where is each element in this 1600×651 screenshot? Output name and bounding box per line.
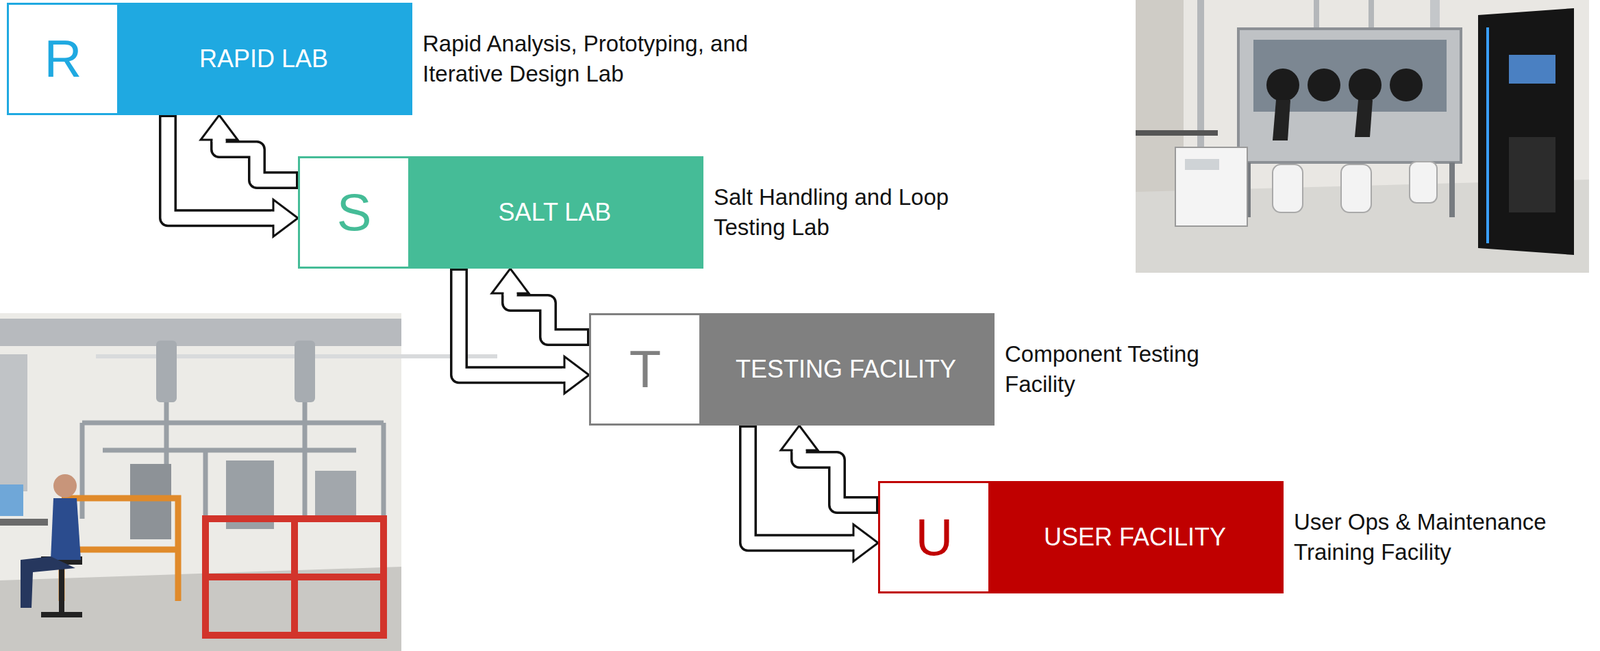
loop-test-photo-part xyxy=(20,556,76,608)
loop-test-photo-part xyxy=(53,473,77,498)
loop-test-photo-part xyxy=(41,611,83,618)
glovebox-lab-photo-part xyxy=(1478,8,1574,255)
glovebox-lab-photo-part xyxy=(1197,0,1205,151)
glovebox-lab-photo-part xyxy=(1175,147,1248,227)
glovebox-lab-photo xyxy=(1135,0,1590,273)
cycle-arrow xyxy=(458,268,590,394)
cycle-arrow xyxy=(200,115,298,181)
glovebox-lab-photo-part xyxy=(1348,68,1382,102)
lab-stage-box: UUSER FACILITYUser Ops & Maintenance Tra… xyxy=(878,480,1284,594)
cycle-arrow xyxy=(780,425,879,505)
lab-stage-box: RRAPID LABRapid Analysis, Prototyping, a… xyxy=(6,2,413,116)
glovebox-lab-photo-part xyxy=(1272,100,1291,141)
stage-letter: U xyxy=(880,482,989,592)
arrow-head xyxy=(780,425,818,450)
glovebox-lab-photo-part xyxy=(1266,68,1300,102)
glovebox-lab-photo-part xyxy=(1238,28,1461,163)
lab-stage-box: SSALT LABSalt Handling and Loop Testing … xyxy=(297,156,704,269)
cycle-arrow xyxy=(747,425,879,561)
loop-test-photo-part xyxy=(50,497,81,560)
stage-title-band: SALT LAB xyxy=(408,158,702,267)
cycle-arrow xyxy=(167,115,298,237)
arrow-join xyxy=(793,447,807,453)
arrow-fill xyxy=(799,450,877,505)
loop-test-photo-part xyxy=(0,354,28,492)
stage-letter: R xyxy=(8,4,118,114)
glovebox-lab-photo-part xyxy=(1135,130,1218,136)
arrow-head xyxy=(853,523,879,561)
stage-title-band: TESTING FACILITY xyxy=(699,315,993,424)
glovebox-lab-photo-part xyxy=(1135,0,1590,273)
stage-letter: T xyxy=(591,315,700,424)
glovebox-lab-photo-part xyxy=(1486,27,1490,244)
loop-test-photo-part xyxy=(0,484,24,516)
arrow-join xyxy=(271,211,276,225)
arrow-head xyxy=(200,115,238,140)
arrow-join xyxy=(213,137,227,142)
loop-test-photo-part xyxy=(156,340,177,403)
loop-test-photo-part xyxy=(58,564,65,613)
glovebox-lab-photo-part xyxy=(1508,136,1556,213)
glovebox-lab-photo-part xyxy=(1272,164,1303,213)
loop-test-photo-part xyxy=(294,340,316,403)
loop-test-photo-part xyxy=(0,313,402,651)
loop-test-photo-part xyxy=(315,470,357,519)
arrow-join xyxy=(562,368,567,382)
glovebox-lab-photo-part xyxy=(1341,164,1372,213)
glovebox-lab-photo-part xyxy=(1508,54,1556,84)
stage-description: Salt Handling and Loop Testing Lab xyxy=(713,182,988,242)
loop-test-photo-part xyxy=(130,463,172,540)
loop-test-photo-part xyxy=(205,518,384,635)
arrow-fill xyxy=(510,293,587,337)
glovebox-lab-photo-part xyxy=(1184,158,1220,170)
glovebox-lab-photo-part xyxy=(1409,161,1437,203)
loop-test-photo-part xyxy=(0,318,402,346)
cycle-arrow xyxy=(491,268,590,337)
arrow-head xyxy=(564,356,590,394)
stage-title-band: RAPID LAB xyxy=(117,4,411,114)
stage-description: User Ops & Maintenance Training Facility xyxy=(1293,506,1589,567)
stage-title-band: USER FACILITY xyxy=(988,482,1282,592)
loop-test-photo xyxy=(0,313,498,651)
glovebox-lab-photo-part xyxy=(1307,68,1341,102)
glovebox-lab-photo-part xyxy=(1389,68,1423,102)
arrow-join xyxy=(851,536,856,550)
lab-stage-box: TTESTING FACILITYComponent Testing Facil… xyxy=(589,313,995,426)
loop-test-photo-part xyxy=(0,518,48,526)
arrow-outline xyxy=(510,293,590,337)
arrow-join xyxy=(504,291,518,296)
arrow-outline xyxy=(799,450,879,505)
glovebox-lab-photo-part xyxy=(1449,162,1455,218)
arrow-fill xyxy=(219,139,296,181)
stage-description: Rapid Analysis, Prototyping, and Iterati… xyxy=(422,28,820,89)
stage-description: Component Testing Facility xyxy=(1004,339,1231,399)
arrow-head xyxy=(491,268,529,294)
stage-letter: S xyxy=(300,158,409,267)
arrow-head xyxy=(273,199,298,237)
arrow-outline xyxy=(219,139,298,181)
glovebox-lab-photo-part xyxy=(1354,100,1373,137)
